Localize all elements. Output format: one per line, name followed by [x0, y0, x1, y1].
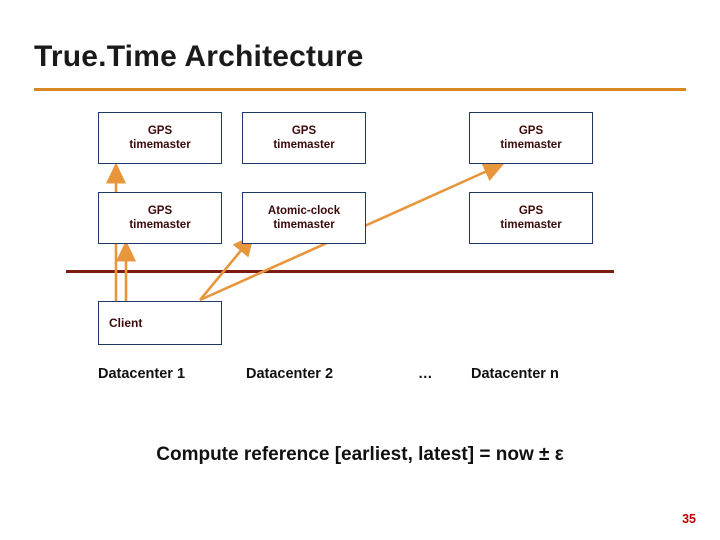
node-label-line1: Atomic-clock [267, 205, 341, 217]
node-gps-timemaster-r2c1[interactable]: GPS timemaster [98, 192, 222, 244]
page-title: True.Time Architecture [34, 40, 364, 73]
node-gps-timemaster-r1c1[interactable]: GPS timemaster [98, 112, 222, 164]
node-label-line1: GPS [147, 205, 173, 217]
node-label-line2: timemaster [500, 139, 562, 151]
node-label-line1: GPS [518, 205, 544, 217]
node-label-line2: timemaster [129, 139, 191, 151]
node-label-line2: timemaster [129, 219, 191, 231]
node-gps-timemaster-r1c2[interactable]: GPS timemaster [242, 112, 366, 164]
node-atomic-clock-timemaster-r2c2[interactable]: Atomic-clock timemaster [242, 192, 366, 244]
node-label-line1: GPS [147, 125, 173, 137]
datacenter-label-1: Datacenter 1 [98, 366, 186, 382]
formula-text: Compute reference [earliest, latest] = n… [156, 444, 564, 465]
node-label-line2: timemaster [273, 219, 335, 231]
client-label: Client [109, 316, 143, 330]
node-label-line2: timemaster [273, 139, 335, 151]
node-label-line1: GPS [291, 125, 317, 137]
datacenter-label-n: Datacenter n [471, 366, 559, 382]
datacenter-label-ellipsis: … [418, 366, 433, 382]
node-gps-timemaster-r1c3[interactable]: GPS timemaster [469, 112, 593, 164]
node-label-line1: GPS [518, 125, 544, 137]
client-box[interactable]: Client [98, 301, 222, 345]
page-number: 35 [682, 512, 696, 526]
title-divider [34, 88, 686, 91]
node-gps-timemaster-r2c3[interactable]: GPS timemaster [469, 192, 593, 244]
datacenter-divider [66, 270, 614, 273]
node-label-line2: timemaster [500, 219, 562, 231]
datacenter-label-2: Datacenter 2 [246, 366, 334, 382]
